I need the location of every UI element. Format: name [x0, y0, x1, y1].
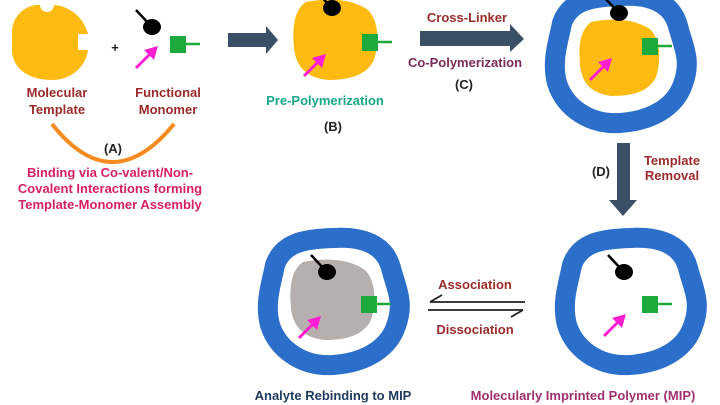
arrow-right-icon [228, 26, 278, 54]
analyte-rebinding-complex [268, 238, 400, 365]
binding-text-line-2: Covalent Interactions forming [18, 181, 202, 196]
association-label: Association [438, 277, 512, 292]
binding-text-line-3: Template-Monomer Assembly [18, 197, 202, 212]
monomer-label: Monomer [139, 102, 198, 117]
plus-sign: + [111, 40, 119, 55]
step-b-label: (B) [324, 119, 342, 134]
step-a-label: (A) [104, 141, 122, 156]
step-c-label: (C) [455, 77, 473, 92]
co-polymerization-label: Co-Polymerization [408, 55, 522, 70]
template-removal-label-2: Removal [645, 168, 699, 183]
analyte-rebinding-label: Analyte Rebinding to MIP [255, 388, 412, 403]
template-removal-label-1: Template [644, 153, 700, 168]
functional-group-ball-icon [134, 8, 163, 37]
template-label: Template [29, 102, 85, 117]
binding-text-line-1: Binding via Co-valent/Non- [27, 165, 193, 180]
dissociation-label: Dissociation [436, 322, 513, 337]
molecular-template-shape [12, 4, 88, 80]
arrow-down-icon [609, 143, 637, 216]
step-d-label: (D) [592, 164, 610, 179]
functional-group-arrow-icon [134, 44, 160, 70]
pre-polymerization-label: Pre-Polymerization [266, 93, 384, 108]
mip-cavity [565, 238, 697, 365]
binding-arc [50, 122, 176, 164]
functional-label: Functional [135, 85, 201, 100]
arrow-right-icon [420, 24, 524, 52]
equilibrium-arrows-icon [428, 294, 525, 318]
functional-group-square-icon [168, 34, 202, 55]
molecular-label: Molecular [27, 85, 88, 100]
polymerized-template-complex [555, 0, 687, 123]
pre-polymerization-complex [293, 0, 394, 80]
mip-label: Molecularly Imprinted Polymer (MIP) [471, 388, 696, 403]
cross-linker-label: Cross-Linker [427, 10, 507, 25]
